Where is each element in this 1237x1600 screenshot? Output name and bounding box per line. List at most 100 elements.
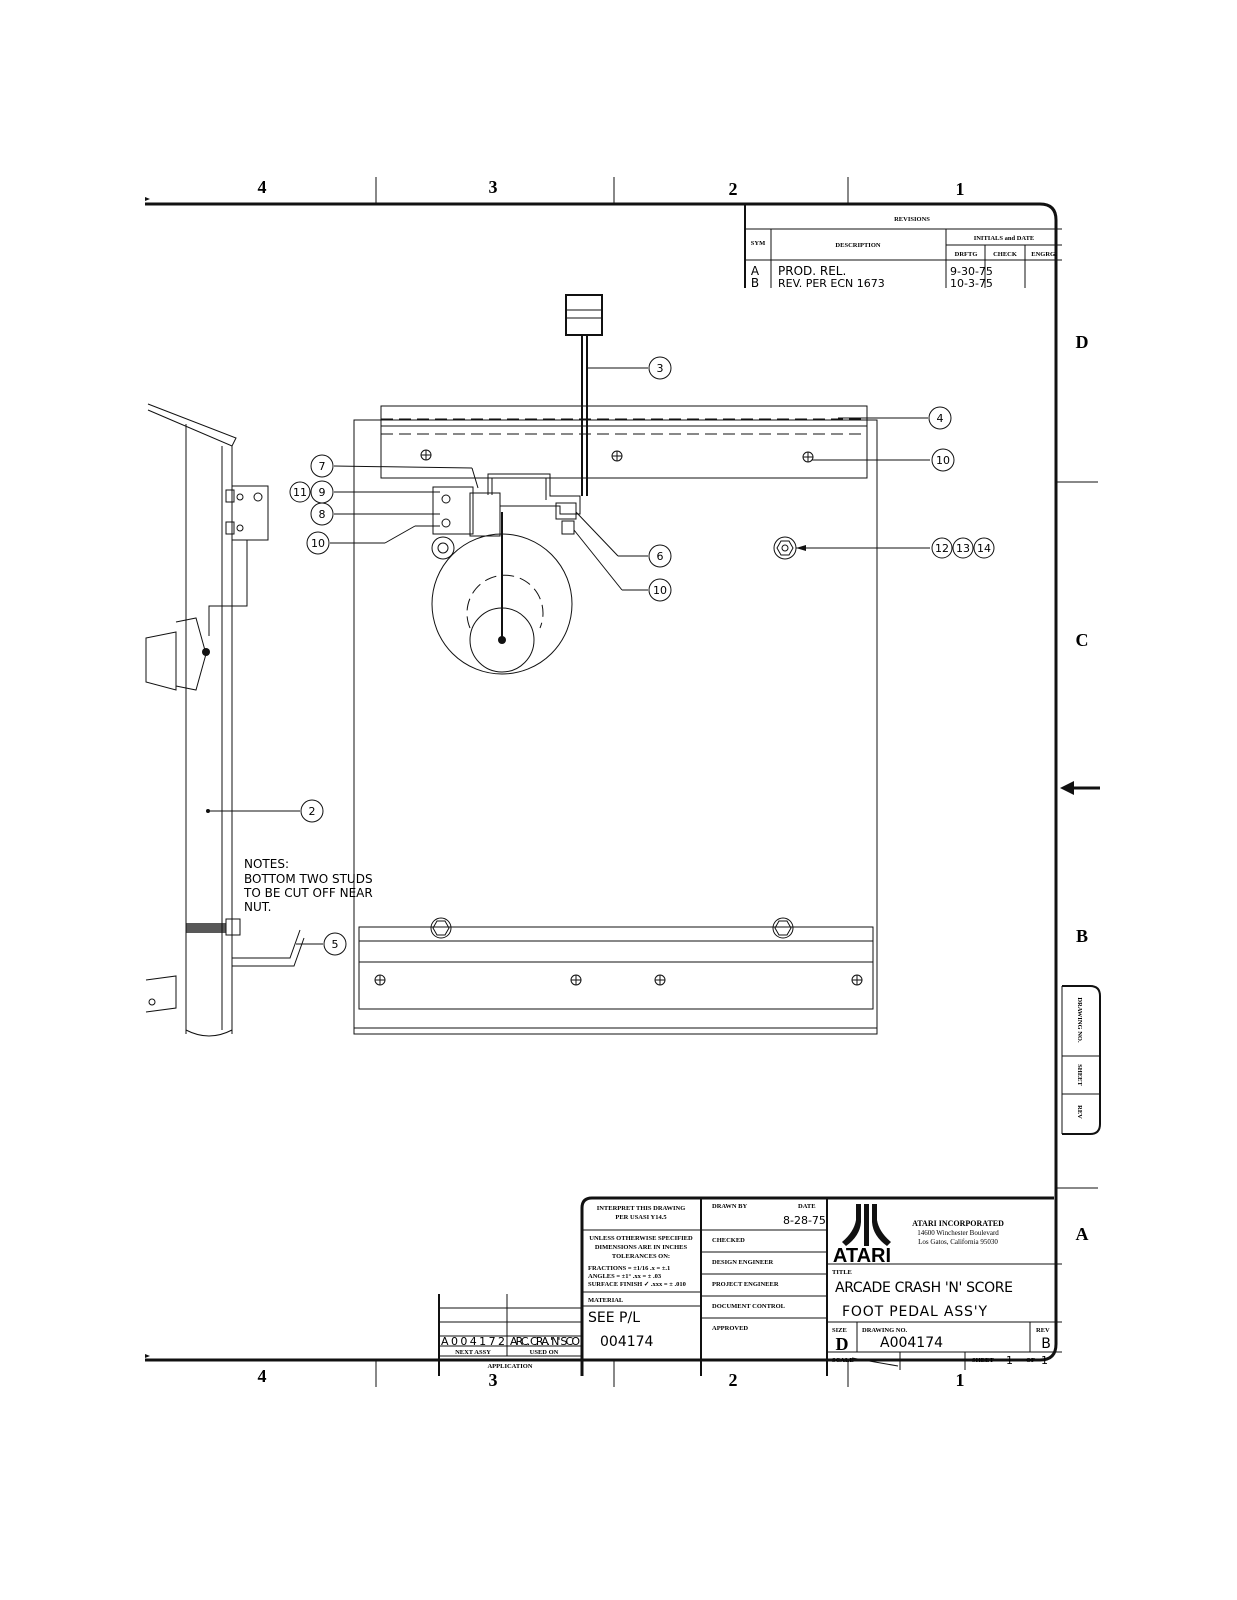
application-block: A004172 ARC. CRA. 'N' SCO NEXT ASSY USED… (438, 1294, 582, 1376)
callout-12: 12 (935, 542, 949, 555)
callout-10b: 10 (311, 537, 325, 550)
document-control-label: DOCUMENT CONTROL (712, 1303, 786, 1310)
drawing-no-label: DRAWING NO. (862, 1327, 908, 1334)
switch-body (469, 492, 501, 537)
callout-10a: 10 (936, 454, 950, 467)
zone-right-a: A (1076, 1224, 1089, 1244)
notes-line-3: NUT. (244, 900, 271, 914)
atari-logo-text: ATARI (833, 1245, 891, 1267)
screw (611, 450, 623, 462)
project-engineer-label: PROJECT ENGINEER (712, 1281, 779, 1288)
revisions-col-sym: SYM (751, 240, 765, 247)
zone-top-4: 4 (258, 177, 267, 197)
zone-bottom-3: 3 (489, 1370, 498, 1390)
stud (772, 917, 794, 939)
revisions-title: REVISIONS (894, 216, 930, 223)
sheet-label: SHEET (972, 1357, 994, 1364)
callout-11: 11 (293, 486, 307, 499)
company-name: ATARI INCORPORATED (912, 1219, 1004, 1228)
title-line-2: FOOT PEDAL ASS'Y (842, 1304, 987, 1320)
used-on-value: ARC. CRA. 'N' SCO (510, 1335, 580, 1348)
revision-a-date: 9-30-75 (950, 265, 993, 278)
next-assy-label: NEXT ASSY (455, 1349, 491, 1356)
next-assy-value: A004172 (441, 1335, 505, 1348)
callouts: 3 4 10 7 11 9 8 10 6 10 12 (208, 356, 995, 956)
callout-5: 5 (332, 938, 339, 951)
material-value-1: SEE P/L (588, 1310, 640, 1326)
callout-2: 2 (309, 805, 316, 818)
atari-logo: ATARI (833, 1204, 891, 1267)
title-block: INTERPRET THIS DRAWING PER USASI Y14.5 U… (580, 1196, 1062, 1376)
checked-label: CHECKED (712, 1237, 745, 1244)
interpret-line-1: INTERPRET THIS DRAWING (597, 1205, 686, 1212)
screw (654, 974, 666, 986)
callout-6: 6 (657, 550, 664, 563)
fractions-tolerance: FRACTIONS = ±1/16 .x = ±.1 (588, 1265, 670, 1272)
callout-3: 3 (657, 362, 664, 375)
design-engineer-label: DESIGN ENGINEER (712, 1259, 774, 1266)
drawing-frame (145, 177, 1101, 1387)
callout-8: 8 (319, 508, 326, 521)
revision-a-sym: A (751, 264, 760, 278)
pedal-plate-top-view (353, 294, 878, 1035)
callout-4: 4 (937, 412, 944, 425)
zone-bottom-2: 2 (729, 1370, 738, 1390)
switch-bracket (432, 486, 474, 535)
approved-label: APPROVED (712, 1325, 748, 1332)
zone-bottom-1: 1 (956, 1370, 965, 1390)
zone-right-d: D (1076, 332, 1089, 352)
of-value: 1 (1041, 1354, 1048, 1367)
zone-right-c: C (1076, 630, 1089, 650)
side-tab-sheet: SHEET (1076, 1064, 1083, 1086)
interpret-line-2: PER USASI Y14.5 (615, 1214, 667, 1221)
sheet-value: 1 (1006, 1354, 1013, 1367)
revision-b-desc: REV. PER ECN 1673 (778, 277, 885, 290)
used-on-label: USED ON (530, 1349, 559, 1356)
angles-tolerance: ANGLES = ±1° .xx = ± .03 (588, 1273, 662, 1280)
zone-labels: 4 3 2 1 4 3 2 1 D C B A (258, 177, 1089, 1390)
rev-value: B (1041, 1336, 1051, 1352)
notes-line-2: TO BE CUT OFF NEAR (243, 886, 373, 900)
callout-13: 13 (956, 542, 970, 555)
zone-bottom-4: 4 (258, 1366, 267, 1386)
notes: NOTES: BOTTOM TWO STUDS TO BE CUT OFF NE… (243, 857, 373, 914)
screw (570, 974, 582, 986)
rev-label: REV (1036, 1327, 1050, 1334)
screw (851, 974, 863, 986)
connector (565, 294, 603, 336)
revisions-table: REVISIONS SYM DESCRIPTION INITIALS and D… (744, 204, 1062, 290)
date-value: 8-28-75 (783, 1214, 826, 1227)
material-label: MATERIAL (588, 1297, 624, 1304)
revisions-col-desc: DESCRIPTION (835, 242, 880, 249)
callout-9: 9 (319, 486, 326, 499)
drawn-by-label: DRAWN BY (712, 1203, 748, 1210)
pedal-side-view (145, 403, 305, 1037)
date-label: DATE (798, 1203, 816, 1210)
company-address-1: 14600 Winchester Boulevard (917, 1229, 999, 1237)
size-value: D (836, 1334, 849, 1354)
revision-a-desc: PROD. REL. (778, 264, 846, 278)
zone-top-3: 3 (489, 177, 498, 197)
surface-finish: SURFACE FINISH ✓ .xxx = ± .010 (588, 1281, 686, 1288)
side-tab: DRAWING NO. SHEET REV (1076, 997, 1083, 1119)
zone-top-1: 1 (956, 179, 965, 199)
screw (374, 974, 386, 986)
scale-label: SCALE (832, 1357, 854, 1364)
revisions-col-initials: INITIALS and DATE (974, 235, 1035, 242)
screw (802, 451, 814, 463)
title-label: TITLE (832, 1269, 852, 1276)
revision-b-date: 10-3-75 (950, 277, 993, 290)
application-title: APPLICATION (487, 1363, 532, 1370)
callout-10c: 10 (653, 584, 667, 597)
side-tab-drawing-no: DRAWING NO. (1076, 997, 1083, 1043)
zone-top-2: 2 (729, 179, 738, 199)
unless-line-2: DIMENSIONS ARE IN INCHES (595, 1244, 688, 1251)
revisions-col-drftg: DRFTG (955, 251, 978, 258)
revisions-col-engrg: ENGRG. (1031, 251, 1057, 258)
drawing-no-value: A004174 (880, 1335, 943, 1351)
side-tab-rev: REV (1076, 1105, 1083, 1119)
notes-line-1: BOTTOM TWO STUDS (244, 872, 373, 886)
of-label: OF (1026, 1357, 1035, 1364)
zone-right-b: B (1076, 926, 1088, 946)
